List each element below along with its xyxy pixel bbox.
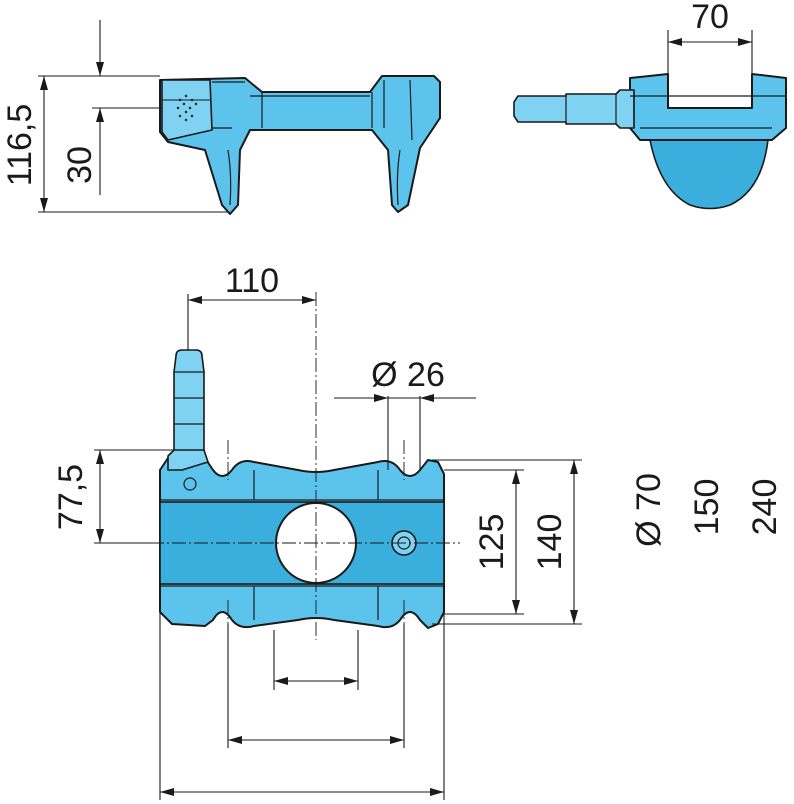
side-view-dimensions: 116,5 30 xyxy=(1,20,228,213)
plan-view xyxy=(159,349,445,629)
stamp-icon xyxy=(183,477,197,491)
plan-view-pin xyxy=(173,349,205,453)
height-dimensions: 125 140 xyxy=(432,459,582,625)
top-width-label: 70 xyxy=(691,0,729,36)
lip-height-label: 30 xyxy=(61,146,99,184)
length-dimensions xyxy=(159,612,445,800)
overall-height-label: 116,5 xyxy=(1,104,39,187)
overall-length-label: 240 xyxy=(746,479,784,536)
side-view xyxy=(159,75,441,215)
pin-offset-dimension: 110 xyxy=(187,262,316,350)
hole-diameter-label: Ø 26 xyxy=(371,356,445,394)
end-view xyxy=(513,73,787,210)
length-value-labels: Ø 70 150 240 xyxy=(630,473,784,547)
hole-diameter-dimension: Ø 26 xyxy=(334,356,476,470)
half-height-dimension: 77,5 xyxy=(52,449,176,544)
end-view-dimensions: 70 xyxy=(667,0,753,74)
end-view-body xyxy=(629,73,787,141)
pin-offset-label: 110 xyxy=(225,262,279,300)
end-view-pin xyxy=(513,89,635,129)
side-view-knurl xyxy=(176,94,198,122)
bore-diameter-label: Ø 70 xyxy=(630,473,668,547)
outer-height-label: 140 xyxy=(531,514,569,571)
half-height-label: 77,5 xyxy=(52,464,90,530)
hole-spacing-label: 150 xyxy=(688,479,726,536)
inner-height-label: 125 xyxy=(473,514,511,571)
side-view-boss xyxy=(161,79,213,141)
end-view-bowl xyxy=(649,139,769,210)
